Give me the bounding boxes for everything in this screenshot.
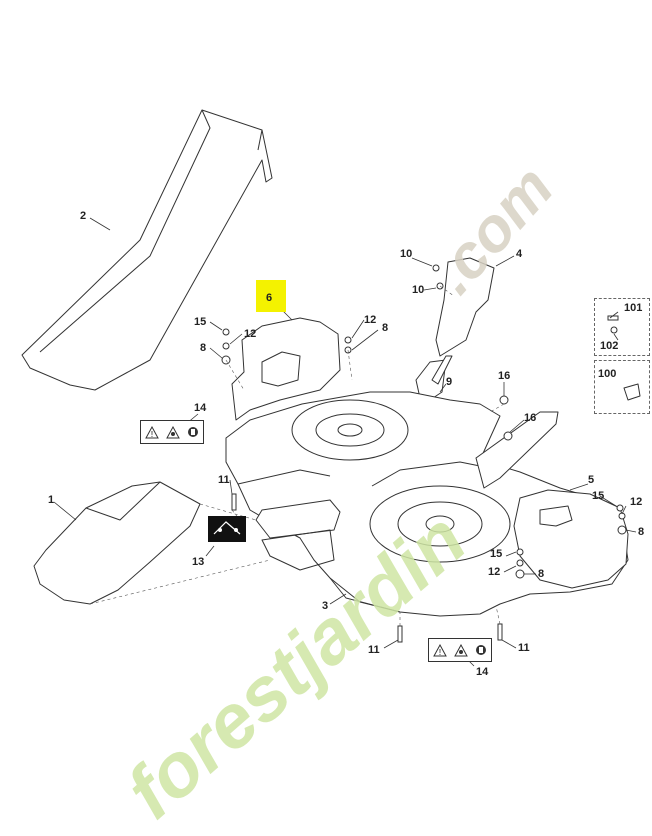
exploded-view-drawing: [21, 109, 641, 667]
callout-8: 8: [638, 526, 645, 538]
screw-11-right: [497, 623, 503, 641]
svg-text:!: !: [151, 430, 153, 439]
kit-box-101-102: [594, 298, 650, 356]
callout-102: 102: [600, 340, 619, 352]
callout-8: 8: [382, 322, 389, 334]
callout-3: 3: [322, 600, 329, 612]
part-14-warning-decal-top: !: [140, 420, 204, 444]
callout-14: 14: [476, 666, 489, 678]
callout-11: 11: [218, 474, 230, 486]
washer-12-right: [618, 512, 626, 520]
callout-5: 5: [588, 474, 595, 486]
part-102-nut: [610, 326, 618, 334]
deck-strut: [475, 411, 559, 489]
screw-11-left: [231, 493, 237, 511]
part-100-clip: [623, 383, 641, 401]
washer-12-top: [222, 342, 230, 350]
part-13-decal: [208, 516, 246, 542]
washer-8-lower: [515, 569, 525, 579]
callout-10: 10: [412, 284, 425, 296]
callout-12: 12: [488, 566, 501, 578]
callout-11: 11: [518, 642, 530, 654]
callout-9: 9: [446, 376, 453, 388]
svg-text:!: !: [439, 648, 441, 657]
nut-16-mid: [503, 431, 513, 441]
warning-triangle-icon: !: [432, 643, 447, 657]
callout-15: 15: [592, 490, 605, 502]
callout-11: 11: [368, 644, 380, 656]
manual-read-icon: [188, 427, 199, 437]
part-6-cover: [231, 317, 341, 421]
callout-8: 8: [538, 568, 545, 580]
callout-10: 10: [400, 248, 413, 260]
manual-read-icon: [476, 645, 487, 655]
callout-15: 15: [194, 316, 207, 328]
callout-4: 4: [516, 248, 523, 260]
callout-6: 6: [266, 292, 273, 304]
nut-12-top: [344, 336, 352, 344]
bolt-15-lower: [516, 548, 524, 556]
callout-12: 12: [364, 314, 377, 326]
bolt-15-top: [222, 328, 230, 336]
hand-hazard-icon: [166, 425, 180, 438]
callout-100: 100: [598, 368, 617, 380]
warning-triangle-icon: !: [144, 425, 159, 439]
callout-8: 8: [200, 342, 207, 354]
part-14-warning-decal-bottom: !: [428, 638, 492, 662]
highlight-part-6: [256, 280, 286, 312]
callout-101: 101: [624, 302, 643, 314]
callout-2: 2: [80, 210, 87, 222]
callout-14: 14: [194, 402, 207, 414]
bolt-15-right: [616, 504, 624, 512]
part-1-collector: [33, 481, 201, 605]
part-2-chute: [21, 109, 273, 391]
callout-16: 16: [524, 412, 537, 424]
part-4-bracket: [435, 257, 495, 357]
discharge-tray: [255, 499, 341, 539]
callout-12: 12: [244, 328, 257, 340]
part-9-rod: [431, 355, 453, 385]
parts-diagram: ! ! 2 6 15 12 8 14 10 10 4 12 8 9 16 16 …: [21, 109, 650, 835]
callout-13: 13: [192, 556, 205, 568]
callout-12: 12: [630, 496, 643, 508]
bolt-10-top: [432, 264, 440, 272]
kit-box-100: [594, 360, 650, 414]
callout-16: 16: [498, 370, 511, 382]
callout-15: 15: [490, 548, 503, 560]
callout-1: 1: [48, 494, 55, 506]
hand-hazard-icon: [454, 643, 468, 656]
nut-16-top: [499, 395, 509, 405]
washer-12-lower: [516, 559, 524, 567]
washer-8-right: [617, 525, 627, 535]
